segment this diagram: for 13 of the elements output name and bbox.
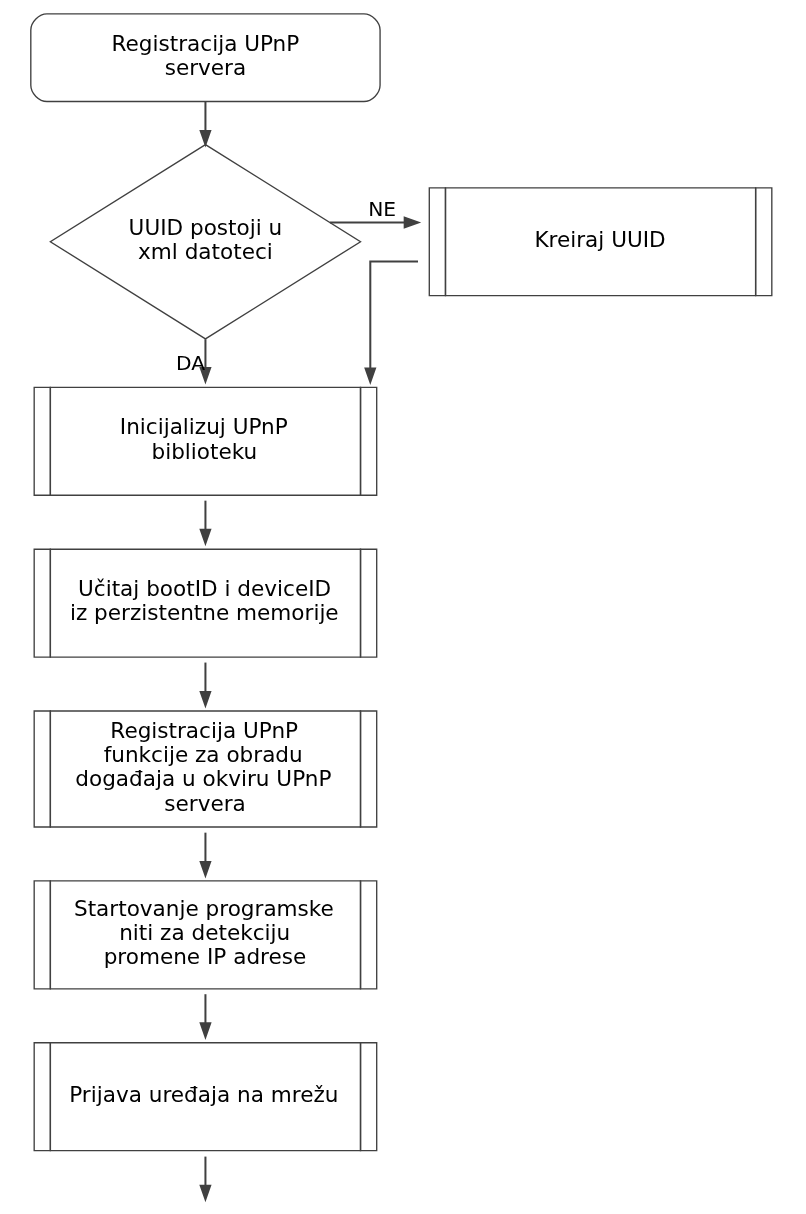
node-diamond: UUID postoji u xml datoteci xyxy=(49,143,362,340)
arrow xyxy=(329,216,422,229)
arrow xyxy=(364,260,418,386)
node-box: Registracija UPnP servera xyxy=(30,13,381,103)
arrow xyxy=(199,339,212,385)
edge-label: NE xyxy=(368,196,397,221)
arrow xyxy=(199,1156,212,1203)
arrow xyxy=(199,101,212,148)
arrow xyxy=(199,662,212,709)
arrow xyxy=(199,500,212,547)
arrow xyxy=(199,994,212,1040)
edge-label: DA xyxy=(176,350,206,375)
arrow xyxy=(199,832,212,879)
